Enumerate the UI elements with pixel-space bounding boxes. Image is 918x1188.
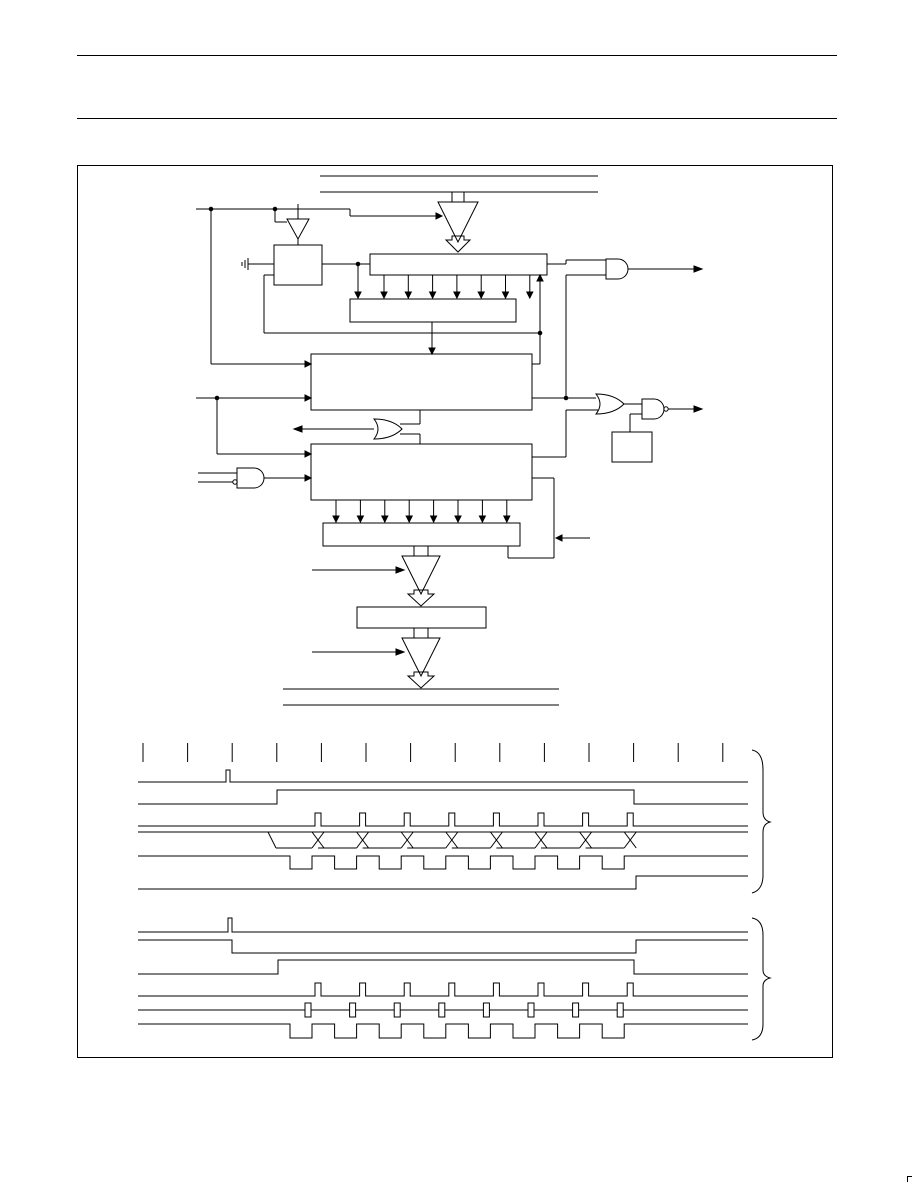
transmit-shift-register — [349, 253, 548, 356]
receive-buffer-register — [312, 606, 487, 689]
rx-bit-arrow — [332, 515, 340, 524]
or-gate-icon — [372, 418, 403, 440]
transmit-control-box — [349, 298, 517, 323]
timing-signal-shift-rx — [138, 959, 748, 975]
serial-interrupt-path — [532, 393, 704, 463]
timing-sample-window — [616, 1002, 624, 1018]
timing-data-cross — [489, 831, 503, 849]
receive-control-block — [196, 394, 533, 501]
bus-arrow-icon — [444, 235, 472, 253]
timing-sample-window — [482, 1002, 490, 1018]
rx-bit-arrow — [502, 515, 511, 524]
bus-arrow-icon — [406, 589, 436, 607]
tx-feedback-lines — [263, 273, 544, 365]
timing-clock-ticks — [142, 743, 724, 762]
timing-signal-write — [138, 769, 748, 783]
header-bottom-rule — [77, 118, 837, 119]
timing-brace-receive — [751, 917, 772, 1041]
bus-arrow-icon — [406, 671, 436, 689]
timing-data-cross — [267, 831, 277, 849]
timing-brace-transmit — [751, 749, 772, 894]
timing-sample-window — [304, 1002, 312, 1018]
and-gate-icon — [605, 258, 629, 280]
nand-gate-icon — [641, 398, 665, 420]
timing-group-transmit — [138, 769, 748, 890]
timing-signal-ri-clear — [138, 917, 748, 933]
receive-bit-lines — [332, 500, 511, 524]
page-corner-mark — [907, 1176, 912, 1182]
buffer-triangle-icon — [401, 637, 441, 678]
rx-bit-arrow — [380, 515, 389, 524]
tx-bit-arrow — [380, 291, 388, 300]
buffer-triangle-icon — [437, 201, 479, 244]
bus-buffer-write — [437, 192, 479, 253]
rx-bit-arrow — [478, 515, 487, 524]
txd-output-path — [547, 258, 704, 398]
transmit-bit-lines — [380, 275, 534, 300]
timing-signal-clock-rx — [138, 982, 748, 997]
timing-sample-window — [572, 1002, 580, 1018]
buffer-triangle-icon — [401, 555, 441, 596]
and-gate-icon — [236, 467, 265, 489]
rx-bit-arrow — [454, 515, 462, 524]
timing-signal-receive — [138, 939, 748, 954]
ti-ri-or-gate — [292, 410, 421, 444]
interrupt-enable-box — [611, 431, 653, 463]
timing-data-cross — [579, 831, 592, 849]
timing-data-cross — [445, 831, 459, 849]
timing-data-cross — [356, 831, 370, 849]
bus-buffer-receive — [312, 546, 441, 607]
timing-signal-send — [138, 789, 748, 805]
receive-shift-register — [322, 477, 590, 559]
timing-sample-window — [438, 1002, 446, 1018]
timing-signal-shift-clock — [138, 1023, 748, 1039]
timing-data-cross — [534, 831, 548, 849]
buffer-triangle-icon — [286, 218, 310, 241]
rx-bit-arrow — [405, 515, 414, 524]
tx-bit-arrow — [501, 291, 510, 300]
timing-signal-ti — [138, 875, 748, 890]
rx-bit-arrow — [356, 515, 365, 524]
ground-icon — [241, 258, 256, 270]
or-gate-icon — [594, 393, 625, 415]
timing-signal-shift — [138, 812, 748, 827]
internal-bus-bottom — [283, 688, 559, 706]
write-input-path — [196, 204, 444, 245]
transmit-control-block — [210, 209, 596, 411]
rx-bit-arrow — [429, 515, 438, 524]
internal-bus-top — [320, 175, 598, 193]
tx-bit-arrow — [404, 291, 413, 300]
timing-group-receive — [138, 917, 748, 1039]
timing-signal-txd — [138, 855, 748, 870]
timing-sample-window — [393, 1002, 401, 1018]
tx-bit-arrow — [453, 291, 461, 300]
timing-data-cross — [311, 831, 325, 849]
receive-enable-gate — [198, 467, 313, 489]
tx-bit-arrow — [428, 291, 437, 300]
tx-bit-arrow — [525, 291, 534, 300]
timing-data-cross — [400, 831, 414, 849]
timing-data-cross — [623, 831, 637, 849]
timing-sample-window — [349, 1002, 357, 1018]
page-top-rule — [77, 55, 837, 56]
tx-bit-arrow — [477, 291, 486, 300]
timing-sample-window — [527, 1002, 535, 1018]
zero-detector-box — [241, 244, 370, 286]
figure-frame — [77, 165, 833, 1058]
